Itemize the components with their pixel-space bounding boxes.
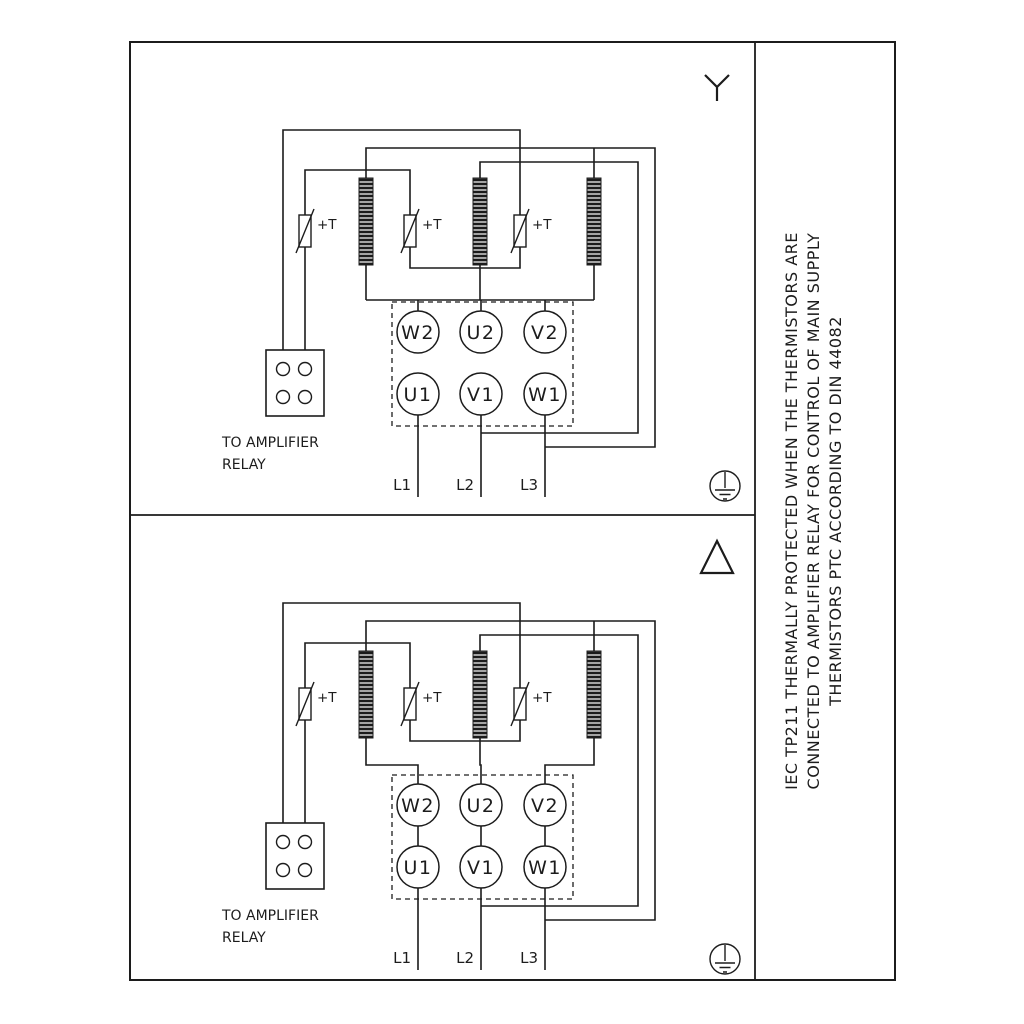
terminal-label-u1: U1 — [404, 857, 433, 879]
terminal-label-w2: W2 — [401, 322, 435, 344]
delta-bridge-wiring — [365, 738, 595, 846]
delta-connection-icon — [699, 538, 735, 575]
side-note-line2: CONNECTED TO AMPLIFIER RELAY FOR CONTROL… — [804, 233, 823, 790]
panel-delta-connection: W2 U2 V2 U1 V1 W1 +T +T +T TO AMPLIFIER … — [221, 538, 741, 975]
terminal-label-v2: V2 — [531, 795, 559, 817]
relay-note-line2: RELAY — [222, 930, 266, 946]
thermistor-label: +T — [422, 217, 442, 233]
terminal-label-w1: W1 — [528, 857, 562, 879]
terminal-label-w2: W2 — [401, 795, 435, 817]
thermistor-label: +T — [317, 690, 337, 706]
thermistor-label: +T — [422, 690, 442, 706]
supply-label-l1: L1 — [393, 476, 411, 494]
thermistor-label: +T — [532, 690, 552, 706]
supply-label-l2: L2 — [456, 476, 474, 494]
thermistor-label: +T — [532, 217, 552, 233]
relay-note-line2: RELAY — [222, 457, 266, 473]
terminal-label-v1: V1 — [467, 857, 495, 879]
terminal-label-v2: V2 — [531, 322, 559, 344]
supply-label-l2: L2 — [456, 949, 474, 967]
side-note-line3: THERMISTORS PTC ACCORDING TO DIN 44082 — [826, 316, 845, 707]
supply-label-l1: L1 — [393, 949, 411, 967]
thermistor-label: +T — [317, 217, 337, 233]
relay-note-line1: TO AMPLIFIER — [221, 908, 319, 924]
terminal-label-w1: W1 — [528, 384, 562, 406]
terminal-label-u2: U2 — [467, 322, 496, 344]
side-note: IEC TP211 THERMALLY PROTECTED WHEN THE T… — [782, 232, 845, 790]
panel-star-connection: W2 U2 V2 U1 V1 W1 +T +T +T TO AMPLIFIER … — [221, 74, 741, 502]
supply-label-l3: L3 — [520, 476, 538, 494]
side-note-line1: IEC TP211 THERMALLY PROTECTED WHEN THE T… — [782, 232, 801, 790]
terminal-label-u2: U2 — [467, 795, 496, 817]
diagram-frame — [129, 41, 896, 981]
star-connection-icon — [704, 74, 730, 101]
terminal-label-v1: V1 — [467, 384, 495, 406]
terminal-label-u1: U1 — [404, 384, 433, 406]
supply-label-l3: L3 — [520, 949, 538, 967]
star-bridge-wiring — [365, 265, 595, 311]
relay-note-line1: TO AMPLIFIER — [221, 435, 319, 451]
